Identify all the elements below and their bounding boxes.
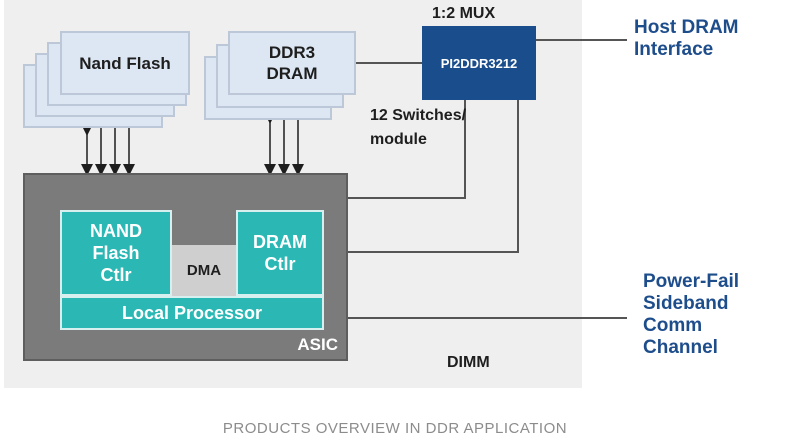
- ddr3-label-line2: DRAM: [266, 64, 318, 83]
- nand-flash-ctlr: NAND Flash Ctlr: [60, 210, 172, 296]
- dram-ctlr-line2: Ctlr: [264, 254, 296, 274]
- nand-ctlr-line3: Ctlr: [100, 265, 132, 285]
- pf-line1: Power-Fail: [643, 271, 740, 292]
- dimm-label: DIMM: [447, 354, 490, 371]
- dma-block: DMA: [172, 245, 236, 296]
- dram-ctlr-line1: DRAM: [253, 232, 307, 252]
- nand-flash-block: Nand Flash: [60, 31, 190, 95]
- local-processor-label: Local Processor: [121, 302, 263, 323]
- switches-label-line2: module: [370, 131, 427, 148]
- nand-flash-label: Nand Flash: [79, 53, 171, 73]
- host-line2: Interface: [634, 39, 714, 60]
- caption: PRODUCTS OVERVIEW IN DDR APPLICATION: [222, 420, 568, 437]
- mux-chip-label: PI2DDR3212: [440, 55, 518, 71]
- nand-ctlr-line1: NAND: [90, 221, 142, 241]
- pf-line3: Comm: [643, 315, 703, 336]
- mux-asic-link-1: [348, 100, 466, 199]
- mux-asic-link-2: [348, 100, 519, 253]
- host-line1: Host DRAM: [634, 17, 739, 38]
- dram-ctlr: DRAM Ctlr: [236, 210, 324, 296]
- mux-title: 1:2 MUX: [432, 5, 496, 22]
- asic-label: ASIC: [297, 335, 338, 354]
- dma-label: DMA: [186, 262, 222, 279]
- ddr3-dram-block: DDR3 DRAM: [228, 31, 356, 95]
- ddr3-label-line1: DDR3: [268, 43, 316, 62]
- host-dram-interface-label: Host DRAM Interface: [634, 17, 739, 61]
- pf-line2: Sideband: [643, 293, 729, 314]
- asic-block: NAND Flash Ctlr DMA DRAM Ctlr Local Proc…: [23, 173, 348, 361]
- power-fail-channel-label: Power-Fail Sideband Comm Channel: [643, 271, 739, 359]
- nand-ctlr-line2: Flash: [92, 243, 140, 263]
- switches-label-line1: 12 Switches/: [370, 107, 467, 124]
- pf-line4: Channel: [643, 337, 718, 358]
- local-processor: Local Processor: [60, 296, 324, 330]
- mux-chip: PI2DDR3212: [422, 26, 536, 100]
